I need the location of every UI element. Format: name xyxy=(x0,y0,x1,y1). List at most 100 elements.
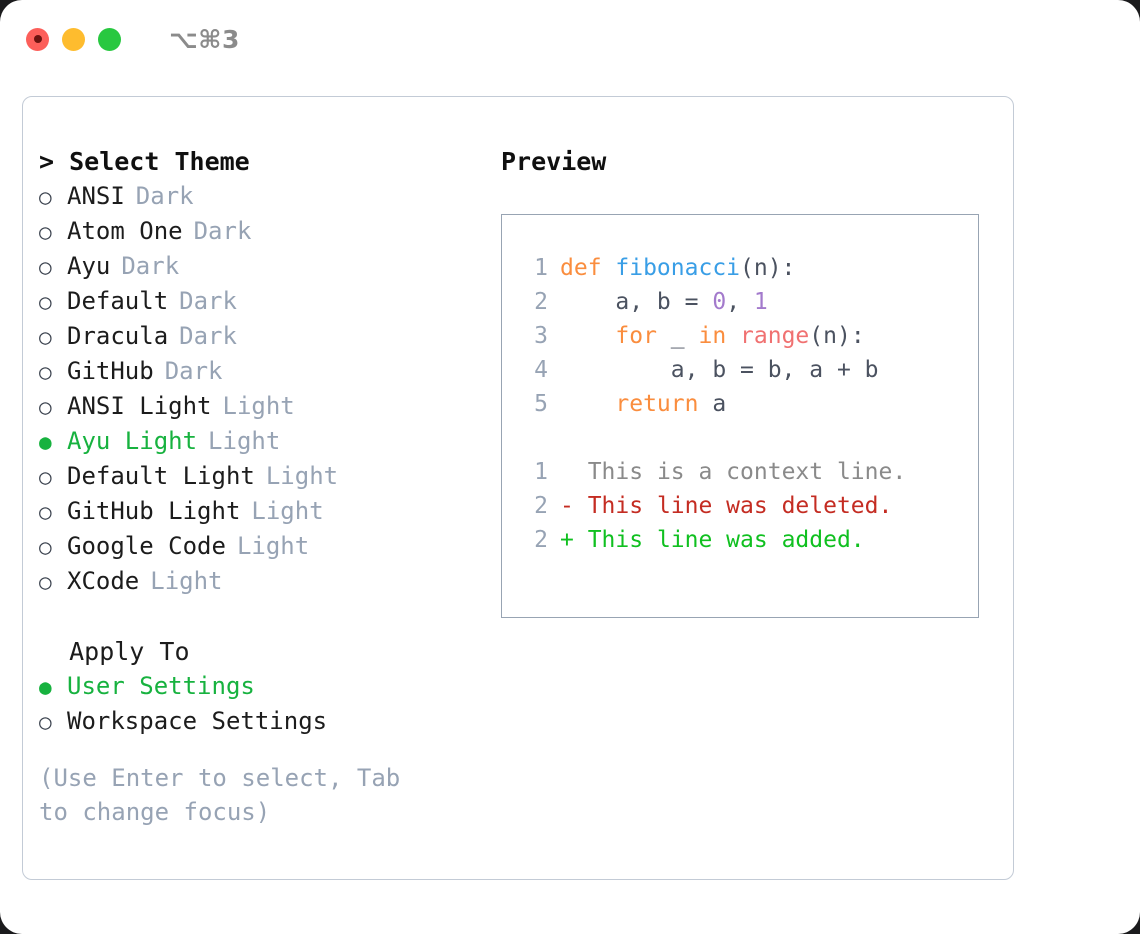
diff-line-text: This line was deleted. xyxy=(587,493,893,519)
theme-variant-tag: Light xyxy=(236,532,310,560)
keyboard-hint-text: (Use Enter to select, Tab to change focu… xyxy=(39,764,401,826)
theme-variant-tag: Dark xyxy=(135,182,194,210)
code-line-number: 3 xyxy=(534,323,548,349)
preview-header: Preview xyxy=(501,147,607,176)
code-token xyxy=(560,323,615,349)
radio-unselected-icon: ○ xyxy=(39,395,52,419)
radio-unselected-icon: ○ xyxy=(39,710,52,734)
select-theme-header: > Select Theme xyxy=(39,147,250,176)
maximize-button[interactable] xyxy=(98,27,121,51)
radio-unselected-icon: ○ xyxy=(39,325,52,349)
theme-option-default[interactable]: ○ Default Dark xyxy=(39,284,479,319)
diff-sign: + xyxy=(560,527,588,553)
code-token: a, b = xyxy=(560,289,713,315)
diff-line: 1 This is a context line. xyxy=(518,455,978,489)
theme-option-label: GitHub Light xyxy=(67,497,241,525)
theme-option-label: ANSI Light xyxy=(67,392,212,420)
theme-option-label: Default xyxy=(67,287,169,315)
apply-to-list[interactable]: ● User Settings ○ Workspace Settings xyxy=(39,669,479,739)
code-line-text: a, b = 0, 1 xyxy=(560,285,768,319)
code-line-number: 5 xyxy=(534,391,548,417)
code-token: def xyxy=(560,255,616,281)
code-token: fibonacci xyxy=(615,255,741,281)
code-line: 1 def fibonacci(n): xyxy=(518,251,978,285)
theme-option-label: GitHub xyxy=(67,357,154,385)
code-token: for xyxy=(615,323,657,349)
radio-unselected-icon: ○ xyxy=(39,290,52,314)
apply-to-option-user-settings[interactable]: ● User Settings xyxy=(39,669,479,704)
theme-option-label: Atom One xyxy=(67,217,183,245)
apply-to-option-workspace-settings[interactable]: ○ Workspace Settings xyxy=(39,704,479,739)
code-line-text: return a xyxy=(560,387,726,421)
theme-variant-tag: Light xyxy=(222,392,295,420)
theme-option-github-light[interactable]: ○ GitHub Light Light xyxy=(39,494,479,529)
code-token: _ xyxy=(656,323,699,349)
diff-sign xyxy=(560,455,588,489)
code-line-number: 1 xyxy=(534,255,548,281)
code-token: 1 xyxy=(753,289,768,315)
code-token: a xyxy=(698,391,727,417)
theme-variant-tag: Light xyxy=(251,497,324,525)
code-token: a, b = b, a + b xyxy=(560,357,879,383)
code-line-text: def fibonacci(n): xyxy=(560,251,795,285)
theme-option-label: Ayu Light xyxy=(67,427,198,455)
diff-line-text: This is a context line. xyxy=(587,459,907,485)
apply-to-header: Apply To xyxy=(39,637,190,666)
theme-variant-tag: Dark xyxy=(179,322,237,350)
theme-variant-tag: Dark xyxy=(179,287,237,315)
radio-unselected-icon: ○ xyxy=(39,535,52,559)
theme-option-label: XCode xyxy=(67,567,140,595)
apply-to-option-label: Workspace Settings xyxy=(67,707,328,735)
code-line-text: for _ in range(n): xyxy=(560,319,865,353)
theme-option-ansi-light[interactable]: ○ ANSI Light Light xyxy=(39,389,479,424)
diff-line: 2- This line was deleted. xyxy=(518,489,978,523)
radio-unselected-icon: ○ xyxy=(39,255,52,279)
radio-unselected-icon: ○ xyxy=(39,185,52,209)
code-token: (n): xyxy=(809,323,865,349)
theme-option-label: Ayu xyxy=(67,252,111,280)
diff-line: 2+ This line was added. xyxy=(518,523,978,557)
diff-line-number: 2 xyxy=(534,527,548,553)
code-token xyxy=(726,323,740,349)
diff-line-number: 1 xyxy=(534,459,548,485)
code-line: 2 a, b = 0, 1 xyxy=(518,285,978,319)
code-line: 3 for _ in range(n): xyxy=(518,319,978,353)
theme-option-label: ANSI xyxy=(67,182,125,210)
theme-option-ansi[interactable]: ○ ANSI Dark xyxy=(39,179,479,214)
radio-selected-icon: ● xyxy=(39,430,52,454)
code-line: 5 return a xyxy=(518,387,978,421)
code-token: in xyxy=(698,323,727,349)
theme-variant-tag: Light xyxy=(265,462,339,490)
close-button[interactable] xyxy=(26,27,49,51)
keyboard-shortcut-label: ⌥⌘3 xyxy=(169,24,240,54)
code-token: , xyxy=(726,289,754,315)
code-line-text: a, b = b, a + b xyxy=(560,353,879,387)
code-token: return xyxy=(615,391,699,417)
diff-sample: 1 This is a context line.2- This line wa… xyxy=(518,455,978,557)
apply-to-option-label: User Settings xyxy=(67,672,255,700)
radio-unselected-icon: ○ xyxy=(39,465,52,489)
diff-line-number: 2 xyxy=(534,493,548,519)
code-line-number: 4 xyxy=(534,357,548,383)
radio-unselected-icon: ○ xyxy=(39,360,52,384)
radio-unselected-icon: ○ xyxy=(39,220,52,244)
code-token: (n): xyxy=(740,255,796,281)
radio-unselected-icon: ○ xyxy=(39,500,52,524)
code-line: 4 a, b = b, a + b xyxy=(518,353,978,387)
minimize-button[interactable] xyxy=(62,27,85,51)
radio-selected-icon: ● xyxy=(39,675,52,699)
